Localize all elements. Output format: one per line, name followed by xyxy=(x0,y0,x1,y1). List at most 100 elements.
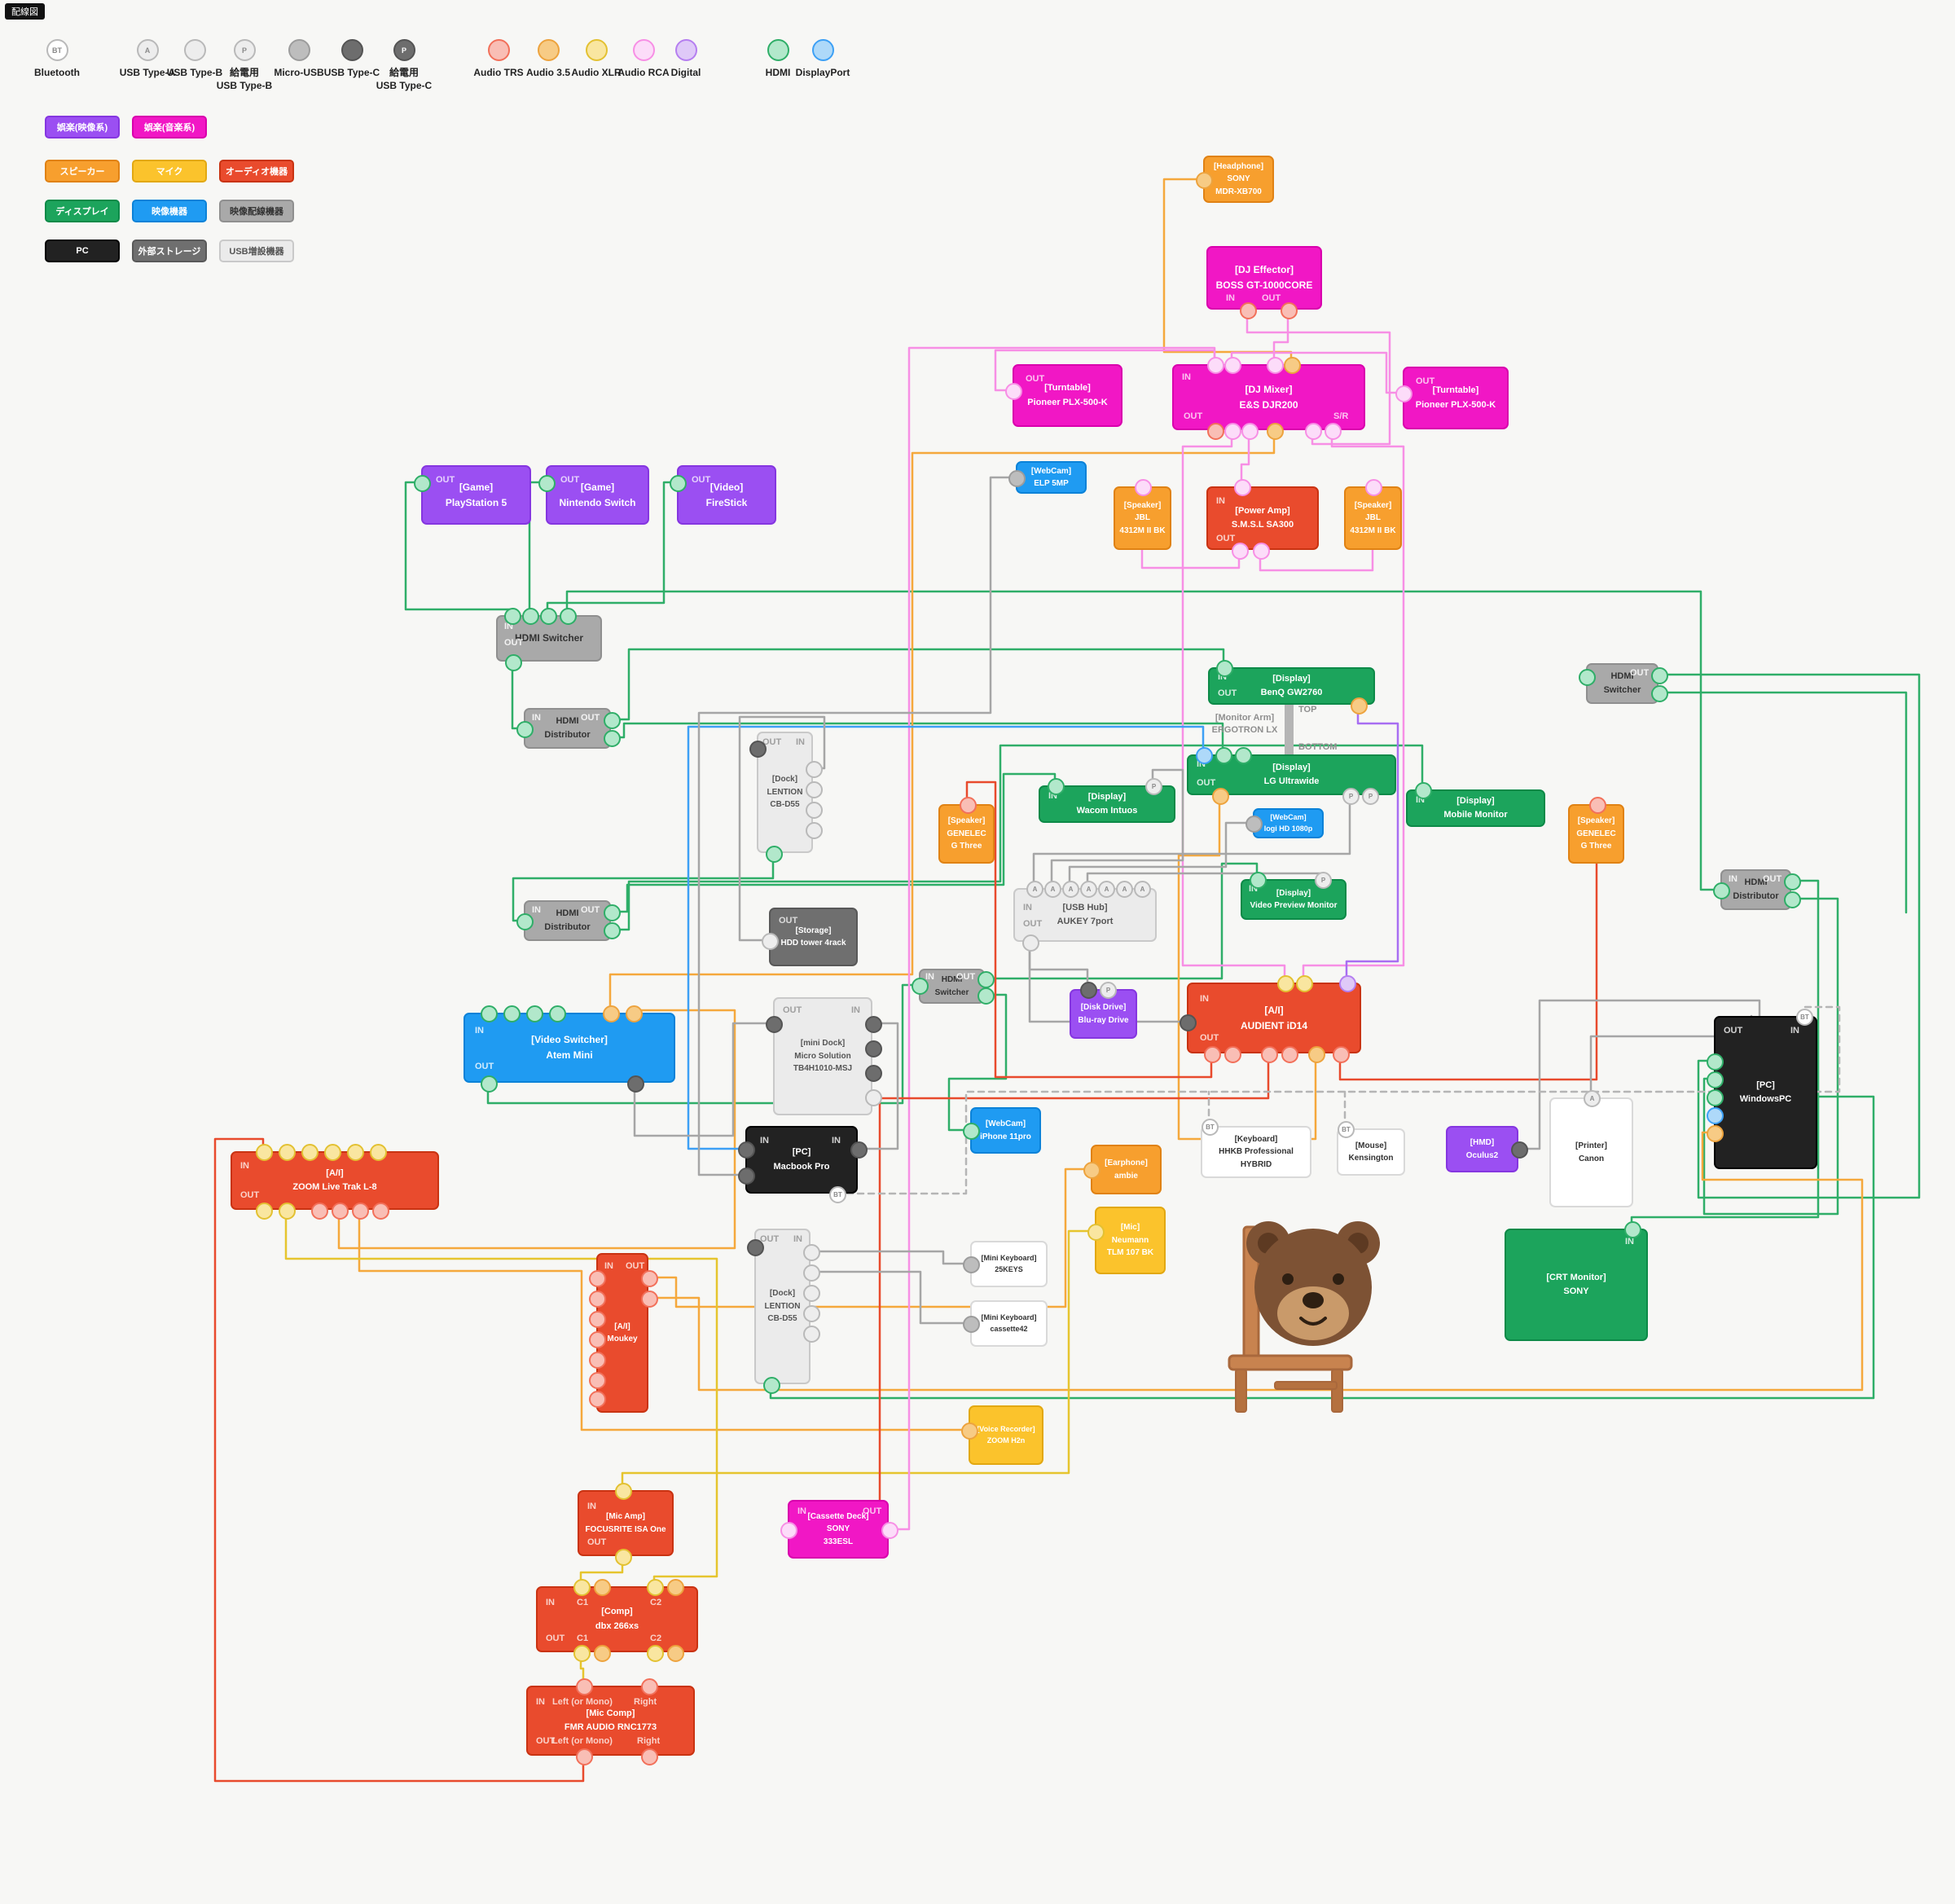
port-a35[interactable] xyxy=(1351,697,1368,715)
port-xlr[interactable] xyxy=(1296,975,1313,992)
port-trs[interactable] xyxy=(1333,1046,1350,1063)
port-usbb_p[interactable]: P xyxy=(1315,872,1332,889)
port-hdmi[interactable] xyxy=(670,475,687,492)
port-hdmi[interactable] xyxy=(504,608,521,625)
port-hdmi[interactable] xyxy=(1784,873,1801,890)
port-rca[interactable] xyxy=(1305,423,1322,440)
port-xlr[interactable] xyxy=(370,1144,387,1161)
port-trs[interactable] xyxy=(1281,302,1298,319)
port-xlr[interactable] xyxy=(1087,1224,1105,1241)
port-usba[interactable]: A xyxy=(1134,881,1151,898)
port-micro[interactable] xyxy=(1245,816,1263,833)
port-xlr[interactable] xyxy=(256,1203,273,1220)
port-hdmi[interactable] xyxy=(1713,882,1730,899)
port-usbc[interactable] xyxy=(627,1075,644,1093)
port-micro[interactable] xyxy=(963,1256,980,1273)
port-rca[interactable] xyxy=(1253,543,1270,560)
port-trs[interactable] xyxy=(589,1270,606,1287)
node-voice-recorder[interactable]: [Voice Recorder]ZOOM H2n xyxy=(961,1405,1043,1465)
port-a35[interactable] xyxy=(626,1005,643,1022)
port-hdmi[interactable] xyxy=(912,978,929,995)
port-trs[interactable] xyxy=(1589,797,1606,814)
port-hdmi[interactable] xyxy=(1415,782,1432,799)
port-bt[interactable]: BT xyxy=(1338,1121,1355,1138)
port-usbc[interactable] xyxy=(850,1141,868,1159)
port-rca[interactable] xyxy=(1365,479,1382,496)
node-webcam-logi[interactable]: [WebCam]logi HD 1080p xyxy=(1245,808,1324,838)
port-hdmi[interactable] xyxy=(1048,778,1065,795)
port-hdmi[interactable] xyxy=(481,1075,498,1093)
node-hmd-oculus2[interactable]: [HMD]Oculus2 xyxy=(1446,1126,1528,1172)
port-micro[interactable] xyxy=(963,1316,980,1333)
port-a35[interactable] xyxy=(1083,1162,1101,1179)
port-hdmi[interactable] xyxy=(505,654,522,671)
port-hdmi[interactable] xyxy=(516,721,534,738)
node-earphone-ambie[interactable]: [Earphone]ambie xyxy=(1083,1145,1162,1194)
port-hdmi[interactable] xyxy=(560,608,577,625)
port-xlr[interactable] xyxy=(647,1579,664,1596)
port-hdmi[interactable] xyxy=(526,1005,543,1022)
port-hdmi[interactable] xyxy=(516,913,534,930)
port-trs[interactable] xyxy=(1224,1046,1241,1063)
port-usbb_p[interactable]: P xyxy=(1362,788,1379,805)
port-a35[interactable] xyxy=(594,1645,611,1662)
port-hdmi[interactable] xyxy=(978,987,995,1005)
port-usba[interactable]: A xyxy=(1098,881,1115,898)
port-trs[interactable] xyxy=(589,1391,606,1408)
port-usbb_p[interactable]: P xyxy=(1145,778,1162,795)
port-usbb[interactable] xyxy=(865,1089,882,1106)
port-dp[interactable] xyxy=(1707,1107,1724,1124)
port-a35[interactable] xyxy=(1196,172,1213,189)
port-xlr[interactable] xyxy=(301,1144,319,1161)
port-hdmi[interactable] xyxy=(763,1377,780,1394)
port-hdmi[interactable] xyxy=(1784,891,1801,908)
port-hdmi[interactable] xyxy=(503,1005,521,1022)
port-rca[interactable] xyxy=(780,1522,797,1539)
port-usbc[interactable] xyxy=(1511,1141,1528,1159)
port-trs[interactable] xyxy=(311,1203,328,1220)
port-usbc[interactable] xyxy=(865,1065,882,1082)
port-rca[interactable] xyxy=(1395,385,1412,402)
port-trs[interactable] xyxy=(641,1291,658,1308)
port-xlr[interactable] xyxy=(615,1549,632,1566)
port-usbc[interactable] xyxy=(749,741,767,758)
port-dp[interactable] xyxy=(1196,747,1213,764)
port-usba[interactable]: A xyxy=(1584,1090,1601,1107)
port-xlr[interactable] xyxy=(256,1144,273,1161)
port-usba[interactable]: A xyxy=(1116,881,1133,898)
port-a35[interactable] xyxy=(594,1579,611,1596)
port-hdmi[interactable] xyxy=(522,608,539,625)
port-usbc[interactable] xyxy=(738,1141,755,1159)
port-rca[interactable] xyxy=(1234,479,1251,496)
port-usbb_p[interactable]: P xyxy=(1342,788,1360,805)
port-trs[interactable] xyxy=(641,1270,658,1287)
port-trs[interactable] xyxy=(372,1203,389,1220)
port-digital[interactable] xyxy=(1339,975,1356,992)
port-hdmi[interactable] xyxy=(604,730,621,747)
port-hdmi[interactable] xyxy=(604,712,621,729)
port-trs[interactable] xyxy=(352,1203,369,1220)
port-trs[interactable] xyxy=(1261,1046,1278,1063)
port-xlr[interactable] xyxy=(347,1144,364,1161)
